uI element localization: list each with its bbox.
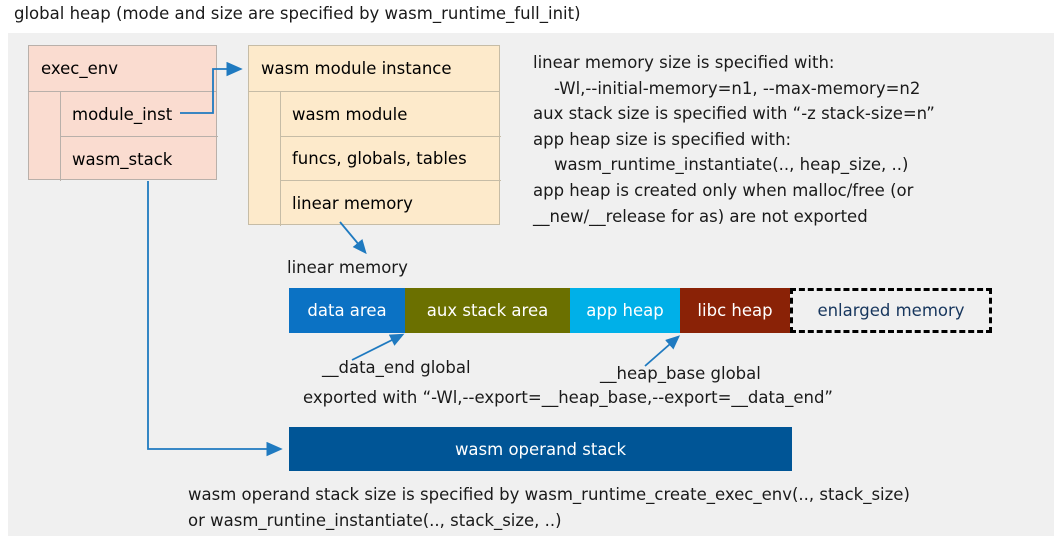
annotation-data-end: __data_end global xyxy=(322,358,471,377)
annotation-heap-base: __heap_base global xyxy=(600,364,761,383)
memory-segment-app-heap[interactable]: app heap xyxy=(570,288,680,333)
wmi-row-wasm-module[interactable]: wasm module xyxy=(280,92,501,137)
linear-memory-bar-label: linear memory xyxy=(287,258,408,277)
memory-segment-libc-heap[interactable]: libc heap xyxy=(680,288,790,333)
linear-memory-notes: linear memory size is specified with: -W… xyxy=(533,53,935,226)
wmi-row-linear-memory[interactable]: linear memory xyxy=(280,181,501,226)
memory-segment-enlarged-memory[interactable]: enlarged memory xyxy=(790,288,992,333)
operand-stack-note: wasm operand stack size is specified by … xyxy=(188,485,910,530)
exec-env-header: exec_env xyxy=(29,46,216,92)
annotation-exported: exported with “-Wl,--export=__heap_base,… xyxy=(303,388,833,407)
memory-segment-aux-stack-area[interactable]: aux stack area xyxy=(405,288,570,333)
wasm-module-instance-box[interactable]: wasm module instance wasm module funcs, … xyxy=(248,45,501,226)
exec-env-row-wasm-stack[interactable]: wasm_stack xyxy=(60,137,218,181)
page-title: global heap (mode and size are specified… xyxy=(14,4,581,23)
memory-segment-data-area[interactable]: data area xyxy=(289,288,405,333)
exec-env-box[interactable]: exec_env module_inst wasm_stack xyxy=(28,45,218,181)
exec-env-row-module-inst[interactable]: module_inst xyxy=(60,92,218,137)
wmi-row-funcs-globals-tables[interactable]: funcs, globals, tables xyxy=(280,137,501,181)
wasm-operand-stack-box[interactable]: wasm operand stack xyxy=(289,427,792,471)
wasm-module-instance-header: wasm module instance xyxy=(249,46,499,92)
